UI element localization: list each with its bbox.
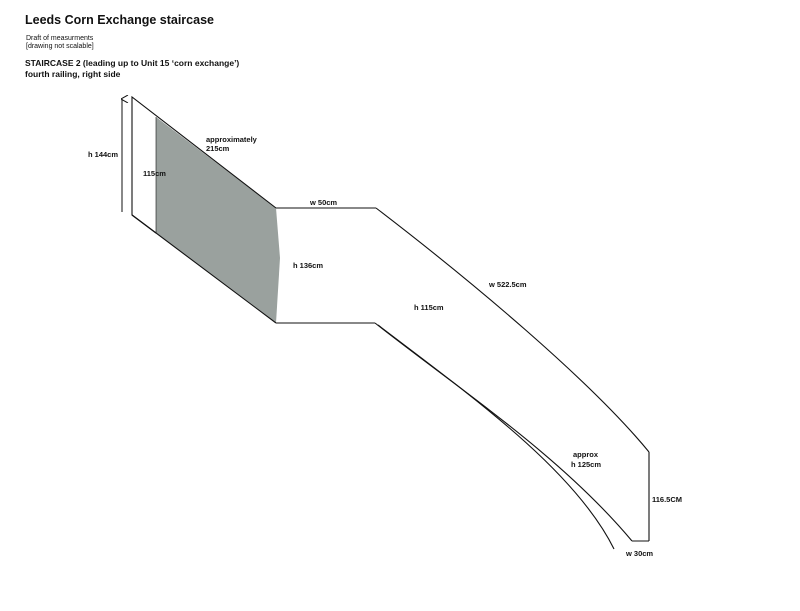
label-approx-line-2: h 125cm <box>571 460 601 469</box>
label-height-115: h 115cm <box>414 303 444 312</box>
left-panel-lower-edge <box>131 214 157 234</box>
label-diagonal-line-1: approximately <box>206 135 258 144</box>
label-height-136: h 136cm <box>293 261 323 270</box>
page-title: Leeds Corn Exchange staircase <box>25 13 214 27</box>
drawing-note-line-2: [drawing not scalable] <box>26 43 94 50</box>
staircase-heading: STAIRCASE 2 (leading up to Unit 15 ‘corn… <box>25 58 239 80</box>
drawing-note: Draft of measurments [drawing not scalab… <box>26 35 94 51</box>
lower-rail-inner-curve <box>377 324 615 550</box>
upper-rail-curve <box>375 207 650 453</box>
left-section-outline <box>131 95 277 324</box>
staircase-heading-line-1: STAIRCASE 2 (leading up to Unit 15 ‘corn… <box>25 58 240 68</box>
label-width-522: w 522.5cm <box>488 280 527 289</box>
label-height-144: h 144cm <box>88 150 118 159</box>
label-diagonal-line-2: 215cm <box>206 144 230 153</box>
label-width-50: w 50cm <box>309 198 337 207</box>
label-inner-115: 115cm <box>143 169 166 178</box>
label-height-116: 116.5CM <box>652 495 682 504</box>
drawing-note-line-1: Draft of measurments <box>26 35 94 42</box>
shaded-panel <box>156 117 280 323</box>
label-width-30: w 30cm <box>625 549 653 558</box>
lower-rail-curve <box>374 322 633 542</box>
staircase-heading-line-2: fourth railing, right side <box>25 69 121 79</box>
label-approx-line-1: approx <box>573 450 599 459</box>
